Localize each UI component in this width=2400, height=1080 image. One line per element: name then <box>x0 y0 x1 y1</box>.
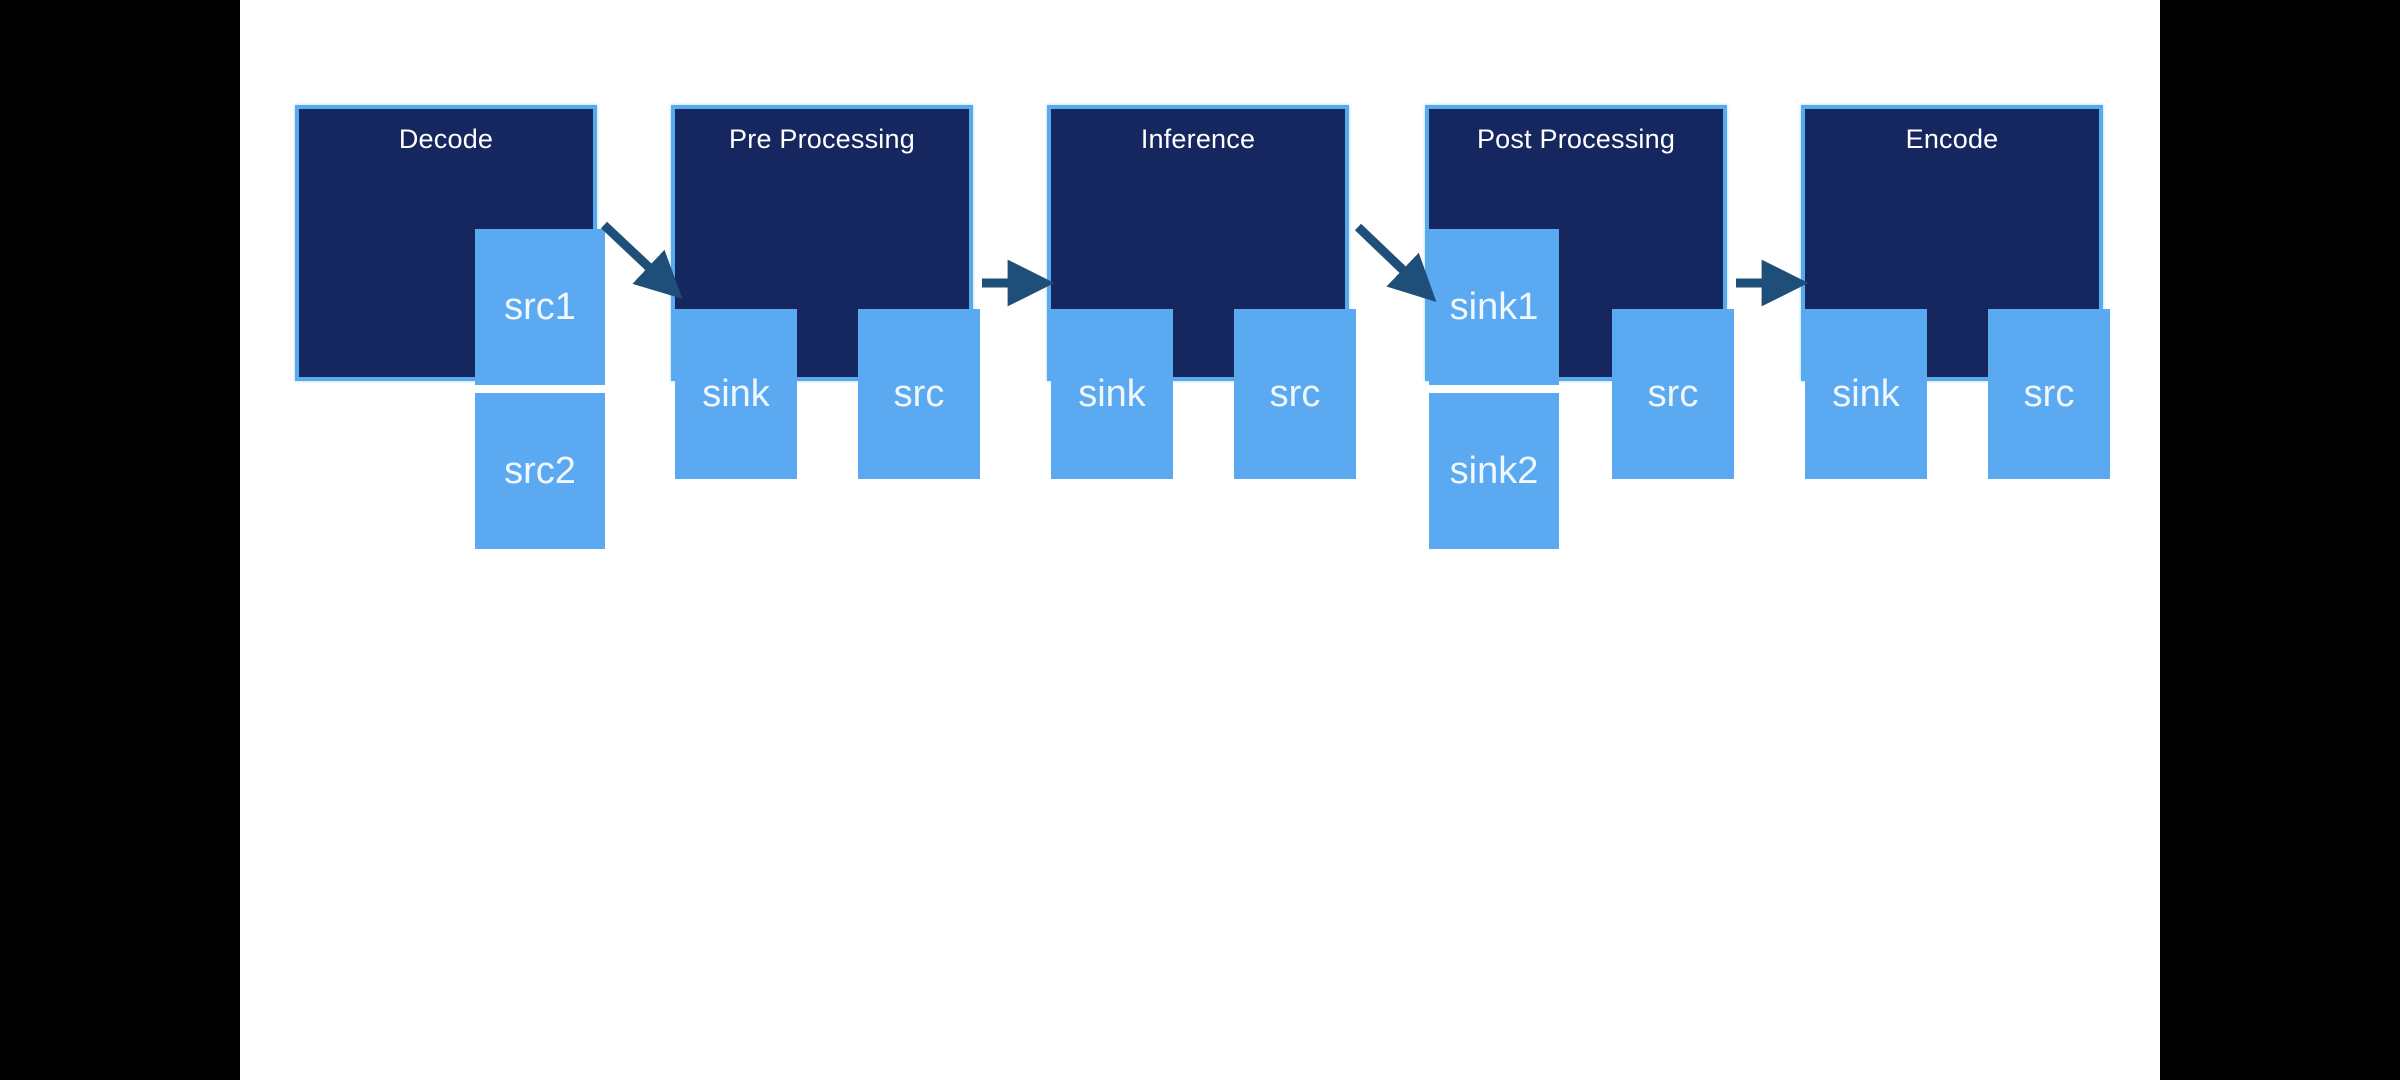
pad-inference-src[interactable]: src <box>1234 309 1356 479</box>
pad-label-post-src: src <box>1647 373 1699 415</box>
pad-pre-src[interactable]: src <box>858 309 980 479</box>
pad-post-sink2[interactable]: sink2 <box>1429 393 1559 549</box>
pad-encode-sink[interactable]: sink <box>1805 309 1927 479</box>
pad-label-src2: src2 <box>504 450 576 492</box>
pad-inference-sink[interactable]: sink <box>1051 309 1173 479</box>
arrow-inference-to-post <box>1354 223 1437 302</box>
stage-pre-processing[interactable]: Pre Processing sink src <box>671 105 980 479</box>
diagram-canvas: Decode src1 src2 Pre Processing sink src… <box>240 0 2160 1080</box>
stage-title-encode: Encode <box>1905 124 1999 154</box>
pad-label-post-sink1: sink1 <box>1449 286 1539 328</box>
stage-inference[interactable]: Inference sink src <box>1047 105 1356 479</box>
pad-label-inference-sink: sink <box>1078 373 1146 415</box>
pad-encode-src[interactable]: src <box>1988 309 2110 479</box>
pad-pre-sink[interactable]: sink <box>675 309 797 479</box>
pad-decode-src1[interactable]: src1 <box>475 229 605 385</box>
pad-label-pre-src: src <box>893 373 945 415</box>
stage-title-inference: Inference <box>1140 124 1256 154</box>
pad-decode-src2[interactable]: src2 <box>475 393 605 549</box>
pad-label-src1: src1 <box>504 286 576 328</box>
pad-post-sink1[interactable]: sink1 <box>1429 229 1559 385</box>
stage-title-decode: Decode <box>398 124 494 154</box>
stage-title-pre-processing: Pre Processing <box>729 124 915 154</box>
pad-label-pre-sink: sink <box>702 373 770 415</box>
stage-decode[interactable]: Decode src1 src2 <box>295 105 605 549</box>
stage-encode[interactable]: Encode sink src <box>1801 105 2110 479</box>
pad-label-encode-sink: sink <box>1832 373 1900 415</box>
arrow-decode-to-pre <box>600 221 683 299</box>
pad-label-inference-src: src <box>1269 373 1321 415</box>
pad-label-post-sink2: sink2 <box>1449 450 1539 492</box>
pad-label-encode-src: src <box>2023 373 2075 415</box>
stage-title-post-processing: Post Processing <box>1476 124 1676 154</box>
pad-post-src[interactable]: src <box>1612 309 1734 479</box>
stage-post-processing[interactable]: Post Processing sink1 sink2 src <box>1425 105 1734 549</box>
